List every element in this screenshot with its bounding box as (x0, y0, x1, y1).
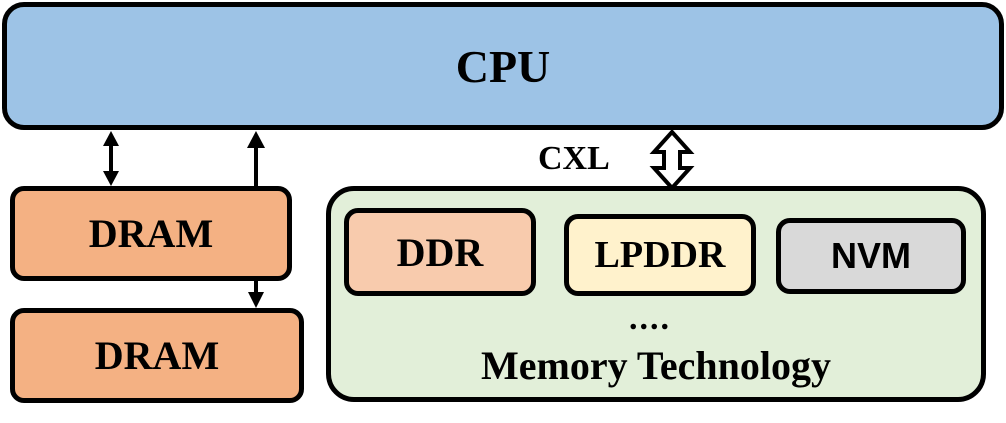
nvm-block: NVM (776, 218, 966, 294)
dram-module-2: DRAM (10, 308, 304, 403)
cpu-dram-bidirectional-arrow (103, 131, 119, 186)
lpddr-block: LPDDR (564, 214, 756, 296)
cxl-double-arrow-icon (649, 129, 695, 191)
dram-label: DRAM (94, 333, 220, 378)
memory-technology-label: Memory Technology (481, 343, 831, 388)
cpu-label: CPU (455, 40, 551, 92)
cxl-label: CXL (538, 140, 610, 177)
ddr-label: DDR (396, 229, 484, 275)
more-technologies-ellipsis: .... (629, 300, 671, 337)
dram-to-cpu-arrow (247, 131, 265, 186)
cpu-block: CPU (2, 2, 1004, 130)
dram-label: DRAM (88, 211, 214, 256)
ddr-block: DDR (344, 208, 536, 296)
dram-to-dram-arrow (248, 281, 264, 308)
lpddr-label: LPDDR (594, 234, 726, 276)
nvm-label: NVM (831, 235, 911, 276)
dram-module-1: DRAM (10, 186, 292, 281)
